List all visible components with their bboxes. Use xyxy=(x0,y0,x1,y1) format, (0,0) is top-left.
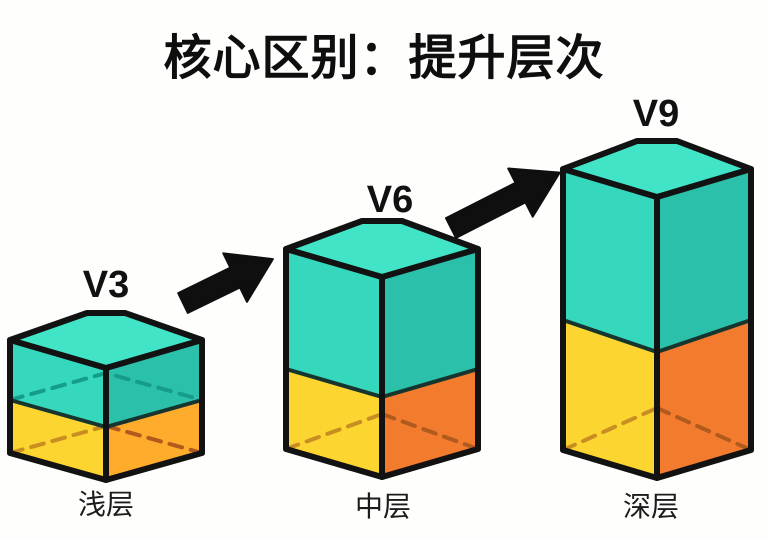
box-v3: V3 浅层 xyxy=(7,264,205,520)
arrow-2-shape xyxy=(445,167,561,239)
v6-hidden-bottom-right-edge xyxy=(380,412,480,451)
arrow-1-shape xyxy=(177,252,274,314)
v9-version-label: V9 xyxy=(633,93,679,135)
arrow-right-icon-1 xyxy=(177,252,274,314)
v9-hidden-bottom-left-edge xyxy=(561,406,659,452)
v6-orange-right-face xyxy=(382,369,478,477)
box-v6: V6 中层 xyxy=(283,179,481,522)
v6-teal-left-face xyxy=(286,249,382,397)
v9-teal-right-face xyxy=(657,169,751,352)
v9-silhouette-outline xyxy=(560,138,754,481)
arrow-right-icon-2 xyxy=(445,167,561,239)
v6-teal-right-face xyxy=(382,249,478,397)
v6-yellow-left-face xyxy=(286,369,382,477)
page-title: 核心区别：提升层次 xyxy=(163,32,604,85)
v3-hidden-bottom-left-edge xyxy=(8,424,108,455)
v6-version-label: V6 xyxy=(367,179,413,221)
v6-hidden-bottom-left-edge xyxy=(284,412,384,451)
v3-silhouette-outline xyxy=(7,310,205,483)
v9-layer-label: 深层 xyxy=(623,491,679,522)
v9-hidden-bottom-right-edge xyxy=(655,406,753,452)
v6-layer-label: 中层 xyxy=(355,491,411,522)
v6-silhouette-outline xyxy=(283,218,481,480)
v3-top-face xyxy=(10,313,202,368)
v3-layer-label: 浅层 xyxy=(78,489,134,520)
box-v9: V9 深层 xyxy=(560,93,754,522)
v9-teal-left-face xyxy=(563,169,657,352)
v3-version-label: V3 xyxy=(83,264,129,306)
v3-hidden-bottom-right-edge xyxy=(104,424,204,455)
